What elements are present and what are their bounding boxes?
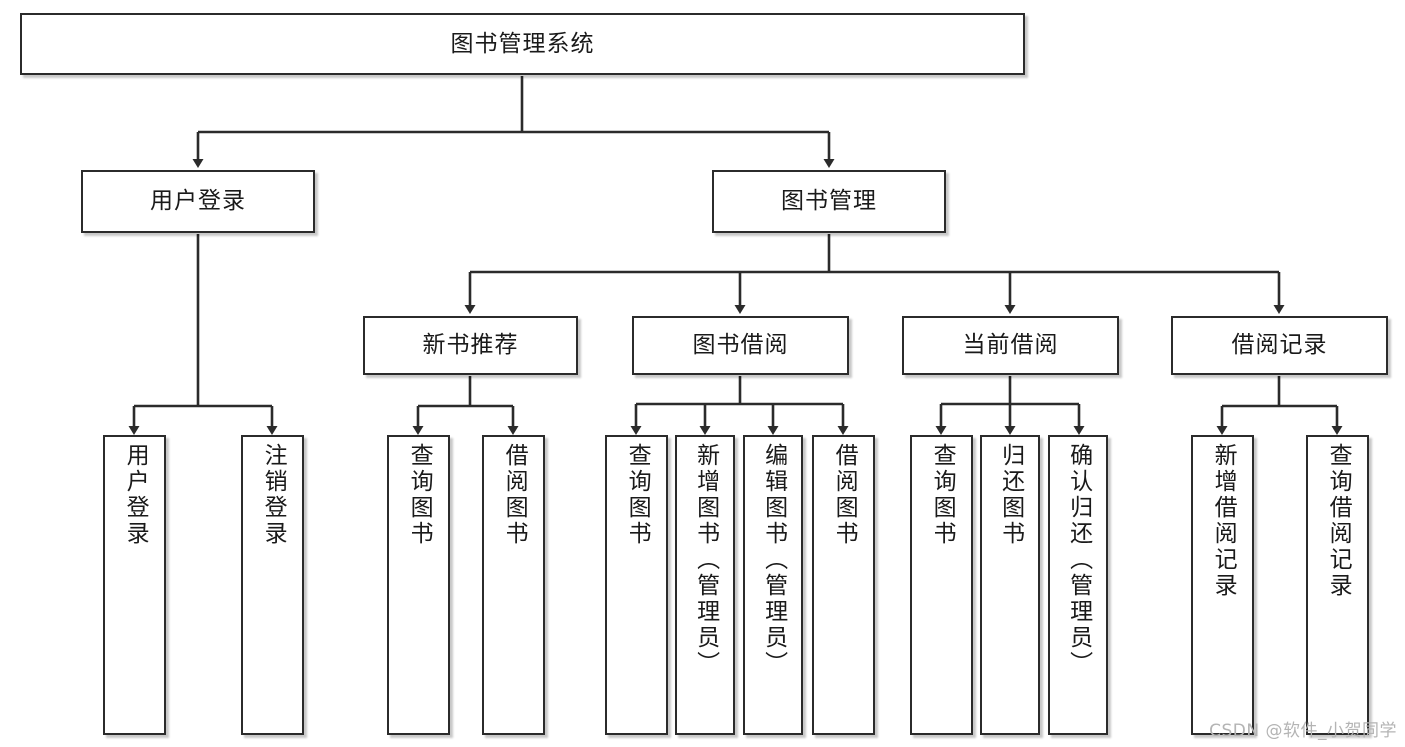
node-book-borrow[interactable]: 图书借阅 (632, 316, 849, 375)
node-new-book-recommend[interactable]: 新书推荐 (363, 316, 578, 375)
node-leaf-borrow-book-1-label: 借阅图书 (501, 443, 528, 547)
node-leaf-query-book-1[interactable]: 查询图书 (387, 435, 450, 735)
node-leaf-edit-book-label: 编辑图书（管理员） (760, 443, 787, 677)
node-leaf-query-record-label: 查询借阅记录 (1325, 443, 1352, 599)
node-leaf-query-book-1-label: 查询图书 (406, 443, 433, 547)
node-book-borrow-label: 图书借阅 (692, 332, 789, 359)
node-leaf-edit-book[interactable]: 编辑图书（管理员） (743, 435, 803, 735)
node-new-book-recommend-label: 新书推荐 (422, 332, 519, 359)
node-root[interactable]: 图书管理系统 (20, 13, 1025, 75)
node-user-login-label: 用户登录 (150, 188, 246, 215)
node-leaf-query-book-3[interactable]: 查询图书 (910, 435, 973, 735)
node-leaf-return-book[interactable]: 归还图书 (980, 435, 1040, 735)
node-borrow-record-label: 借阅记录 (1231, 332, 1328, 359)
node-leaf-logout-label: 注销登录 (260, 443, 287, 547)
node-current-borrow[interactable]: 当前借阅 (902, 316, 1119, 375)
node-leaf-logout[interactable]: 注销登录 (241, 435, 304, 735)
node-leaf-add-record[interactable]: 新增借阅记录 (1191, 435, 1254, 735)
node-leaf-add-book[interactable]: 新增图书（管理员） (675, 435, 735, 735)
node-user-login[interactable]: 用户登录 (81, 170, 315, 233)
node-leaf-add-book-label: 新增图书（管理员） (692, 443, 719, 677)
node-leaf-borrow-book-2[interactable]: 借阅图书 (812, 435, 875, 735)
node-leaf-query-record[interactable]: 查询借阅记录 (1306, 435, 1369, 735)
node-leaf-borrow-book-2-label: 借阅图书 (831, 443, 858, 547)
watermark: CSDN @软件_小贺同学 (1209, 721, 1397, 741)
node-leaf-confirm-return[interactable]: 确认归还（管理员） (1048, 435, 1108, 735)
node-leaf-query-book-2[interactable]: 查询图书 (605, 435, 668, 735)
node-leaf-confirm-return-label: 确认归还（管理员） (1065, 443, 1092, 677)
node-leaf-user-login[interactable]: 用户登录 (103, 435, 166, 735)
node-current-borrow-label: 当前借阅 (962, 332, 1059, 359)
node-leaf-query-book-2-label: 查询图书 (624, 443, 651, 547)
node-borrow-record[interactable]: 借阅记录 (1171, 316, 1388, 375)
node-root-label: 图书管理系统 (450, 30, 595, 57)
node-leaf-return-book-label: 归还图书 (997, 443, 1024, 547)
node-book-management-label: 图书管理 (781, 188, 877, 215)
node-leaf-add-record-label: 新增借阅记录 (1210, 443, 1237, 599)
node-leaf-user-login-label: 用户登录 (122, 443, 149, 547)
node-leaf-borrow-book-1[interactable]: 借阅图书 (482, 435, 545, 735)
node-book-management[interactable]: 图书管理 (712, 170, 946, 233)
node-leaf-query-book-3-label: 查询图书 (929, 443, 956, 547)
